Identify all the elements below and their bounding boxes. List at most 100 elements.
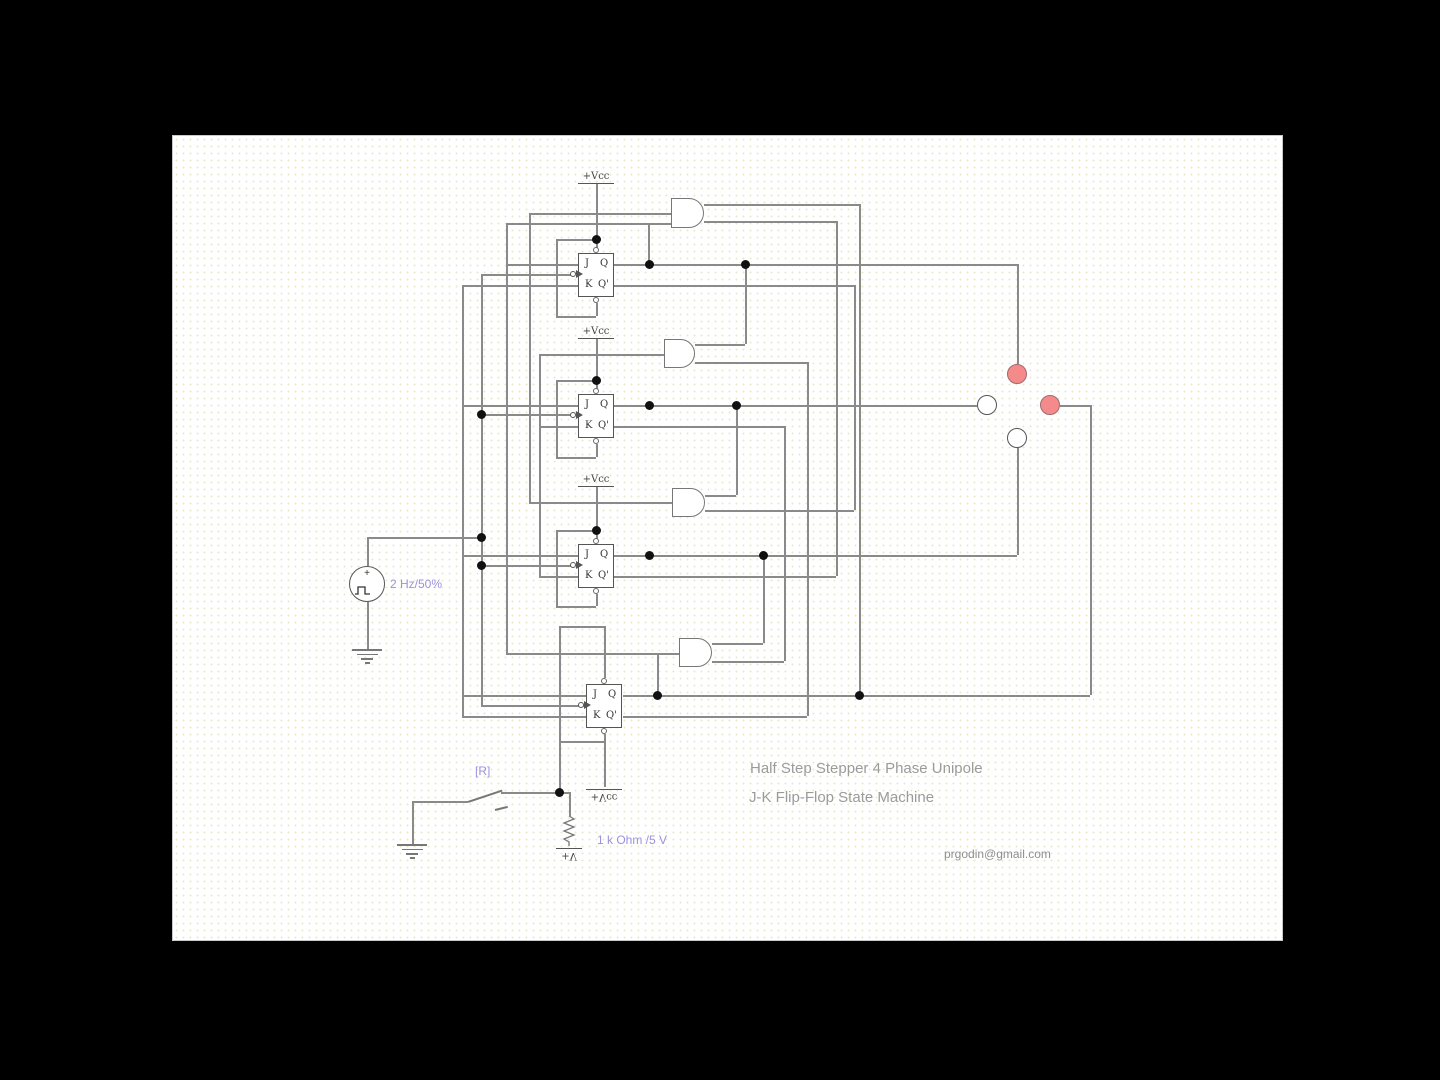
wire [596,444,598,457]
wire [763,555,765,643]
led-indicator-on [1007,364,1027,384]
pin-bubble [593,388,599,394]
wire [596,487,598,541]
wire [596,184,598,250]
wire [1090,405,1092,695]
wire [705,510,854,512]
wire [623,716,807,718]
wire [481,274,574,276]
junction-dot [759,551,768,560]
wire [367,602,369,649]
wire [556,606,596,608]
wire [462,555,578,557]
wire [367,537,481,539]
wire [704,204,859,206]
ground-symbol [356,653,378,655]
wire [539,576,578,578]
wire [712,643,763,645]
wire [556,530,596,532]
junction-dot [645,401,654,410]
wire [556,380,558,457]
wire [745,264,747,344]
wire [556,457,596,459]
junction-dot [741,260,750,269]
wire [539,354,664,356]
switch-blade[interactable] [467,789,503,803]
wire [596,303,598,316]
wire [695,362,807,364]
wire [412,801,468,803]
author-credit: prgodin@gmail.com [944,847,1051,861]
wire [501,792,559,794]
wire [462,285,464,716]
circuit-canvas: Half Step Stepper 4 Phase Unipole J-K Fl… [172,135,1283,941]
pin-bubble [593,538,599,544]
junction-dot [477,410,486,419]
ground-symbol [364,662,370,664]
wire [367,537,369,566]
ground-symbol [352,649,382,651]
and-gate[interactable] [671,198,704,228]
j-input-label: J [585,399,590,410]
clock-source[interactable]: + [349,566,385,602]
wire [529,213,671,215]
clock-input-bubble [570,562,576,568]
led-indicator-off [977,395,997,415]
wire [506,653,679,655]
junction-dot [732,401,741,410]
clock-edge-icon [576,411,583,419]
junction-dot [555,788,564,797]
wire [836,221,838,576]
j-input-label: J [585,549,590,560]
wire [614,576,836,578]
wire [462,405,578,407]
wire [462,716,586,718]
and-gate[interactable] [679,638,712,667]
led-indicator-off [1007,428,1027,448]
wire [854,285,856,510]
wire [859,204,861,695]
junction-dot [592,526,601,535]
wire [614,555,1017,557]
diagram-title-line2: J-K Flip-Flop State Machine [749,789,935,806]
switch-handle-icon[interactable] [494,805,508,811]
clock-edge-icon [584,701,591,709]
wire [462,285,578,287]
junction-dot [645,551,654,560]
and-gate[interactable] [664,339,695,368]
q-output-label: Q [600,258,609,269]
ground-symbol [409,857,415,859]
wire [539,354,541,576]
wire [481,565,574,567]
wire [556,239,596,241]
junction-dot [645,260,654,269]
resistor-ground-terminal: +V [556,848,582,861]
junction-dot [477,533,486,542]
clock-edge-icon [576,561,583,569]
clock-frequency-label: 2 Hz/50% [390,577,443,591]
ground-symbol [397,844,427,846]
pin-bubble [593,438,599,444]
clock-input-bubble [570,412,576,418]
clock-input-bubble [578,702,584,708]
wire [556,316,596,318]
pin-bubble [601,728,607,734]
pin-bubble [601,678,607,684]
square-wave-icon [355,586,370,595]
wire [529,502,672,504]
resistor-zigzag-icon[interactable] [561,816,577,848]
wire [559,626,561,792]
j-input-label: J [593,689,598,700]
wire [596,594,598,606]
vcc-terminal: +Vcc [578,326,614,339]
and-gate[interactable] [672,488,705,517]
wire [481,705,584,707]
wire [539,426,578,428]
junction-dot [653,691,662,700]
wire [604,734,606,741]
